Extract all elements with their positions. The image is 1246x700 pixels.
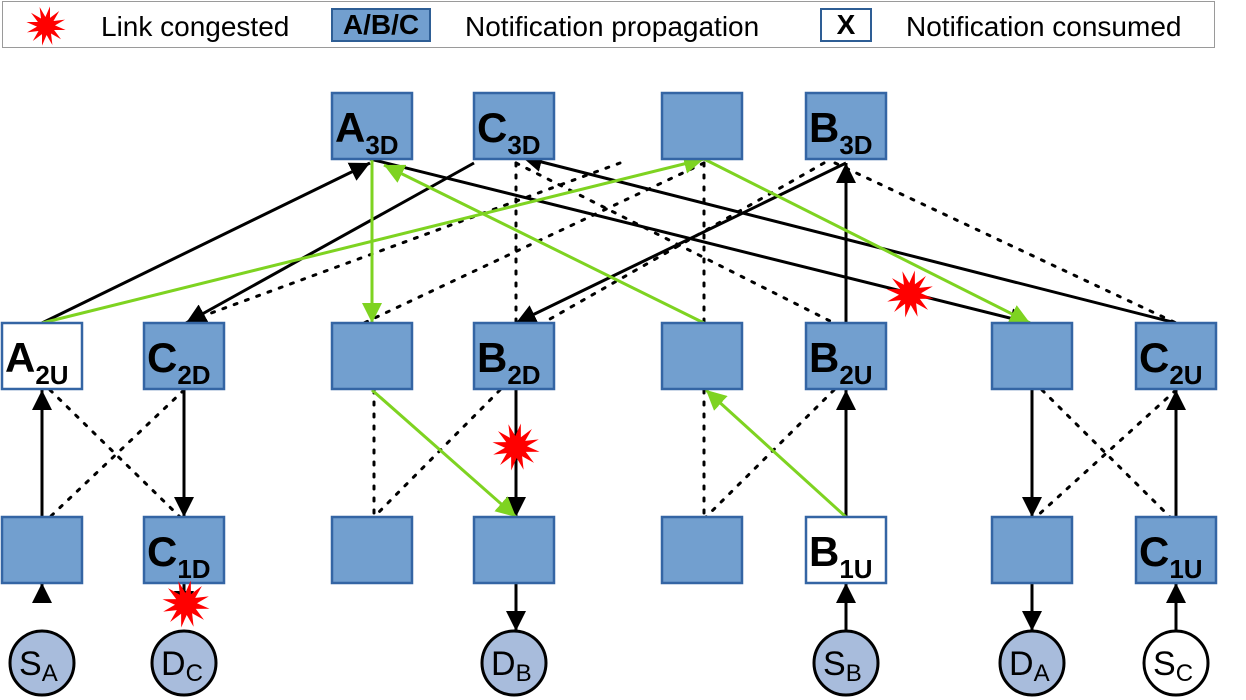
switch-label: C2U [1139, 334, 1203, 390]
endpoints-layer: SA DC DB SB DA SC [8, 629, 1210, 697]
idle-link [1034, 388, 1178, 519]
switch-b8: C1U [1134, 515, 1218, 585]
idle-link [833, 161, 1178, 325]
endpoint-label: DC [161, 645, 203, 687]
switch-b4 [472, 515, 556, 585]
switch-m1: A2U [0, 321, 84, 391]
switch-t3 [660, 91, 744, 161]
switch-t4: B3D [804, 91, 888, 161]
switch-b5 [660, 515, 744, 585]
congestion-star-icon [162, 580, 210, 628]
switch-label: C1U [1139, 528, 1203, 584]
switch-label: B1U [809, 528, 873, 584]
switch-m7 [990, 321, 1074, 391]
link-arrow [521, 152, 1177, 325]
switch-label: A3D [335, 104, 399, 160]
switch-label: B2D [477, 334, 541, 390]
endpoint-label: DB [491, 645, 532, 687]
congestion-star-icon [26, 6, 66, 46]
switch-b1 [0, 515, 84, 585]
legend: Link congested A/B/C Notification propag… [2, 1, 1215, 48]
link-arrow [185, 161, 475, 325]
switch-label: C3D [477, 104, 541, 160]
switch-label: B2U [809, 334, 873, 390]
propagation-arrow [704, 388, 848, 519]
congestion-star-icon [886, 270, 934, 318]
endpoint-e5: DA [998, 629, 1066, 697]
congestion-markers-layer [162, 270, 934, 628]
idle-link [514, 161, 836, 325]
switch-b7 [990, 515, 1074, 585]
link-arrow [515, 161, 847, 325]
idle-link [182, 161, 622, 325]
switch-m3 [330, 321, 414, 391]
propagation-arrow [703, 157, 1031, 325]
switch-label: B3D [809, 104, 873, 160]
legend-consumed-box: X [820, 8, 872, 42]
endpoint-e6: SC [1142, 629, 1210, 697]
legend-propagation-label: Notification propagation [465, 11, 760, 42]
link-arrow [41, 161, 371, 325]
switch-label: C1D [147, 528, 211, 584]
switch-b3 [330, 515, 414, 585]
switch-label: C2D [147, 334, 211, 390]
endpoint-label: DA [1009, 645, 1050, 687]
propagation-arrow [383, 163, 705, 325]
switch-b6: B1U [804, 515, 888, 585]
legend-congested-label: Link congested [101, 11, 290, 42]
switch-t2: C3D [472, 91, 556, 161]
legend-consumed-label: Notification consumed [906, 11, 1182, 42]
switch-m4: B2D [472, 321, 556, 391]
congestion-star-icon [492, 423, 540, 471]
endpoint-e2: DC [150, 629, 218, 697]
endpoint-e1: SA [8, 629, 76, 697]
endpoint-label: SB [823, 645, 862, 687]
endpoint-label: SA [19, 645, 58, 687]
endpoint-e4: SB [812, 629, 880, 697]
switch-t1: A3D [330, 91, 414, 161]
switches-layer: A3D C3D B3D A2U C2D B2D B2U C2U C1D B1U C1U [0, 91, 1218, 585]
switch-label: A2U [5, 334, 69, 390]
switch-m6: B2U [804, 321, 888, 391]
endpoint-label: SC [1153, 645, 1193, 687]
switch-m8: C2U [1134, 321, 1218, 391]
switch-m5 [660, 321, 744, 391]
propagation-arrow [371, 388, 517, 519]
switch-b2: C1D [142, 515, 226, 585]
switch-m2: C2D [142, 321, 226, 391]
legend-propagation-box: A/B/C [331, 8, 431, 42]
endpoint-e3: DB [480, 629, 548, 697]
